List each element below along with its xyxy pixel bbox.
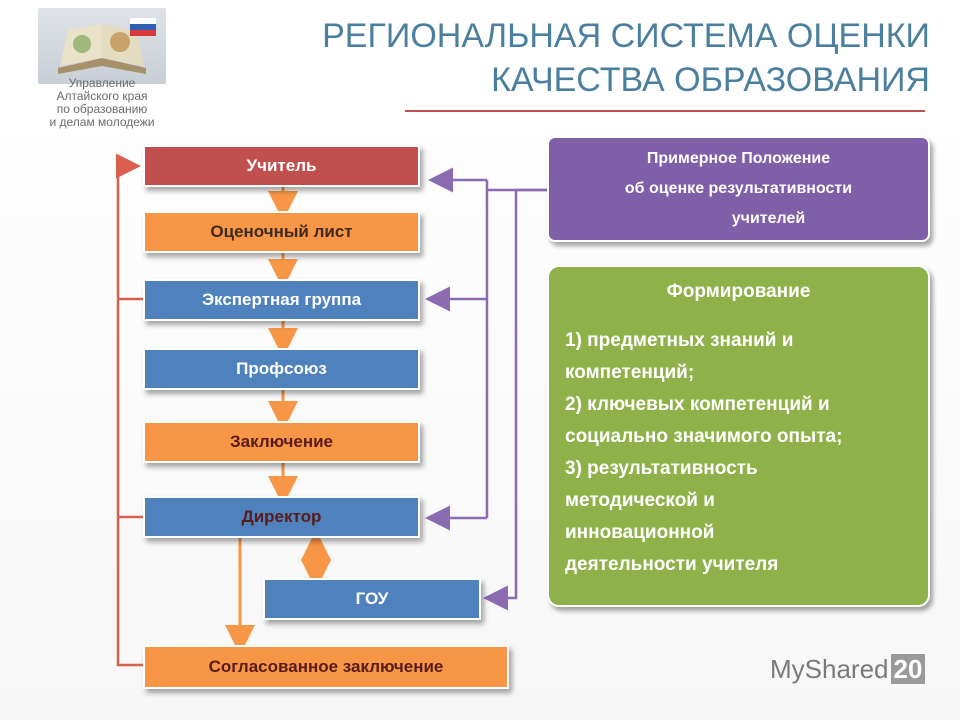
gou-label: ГОУ: [355, 589, 389, 608]
expert-group-label: Экспертная группа: [201, 290, 362, 309]
teacher-box: Учитель: [143, 145, 420, 187]
expert-group-box: Экспертная группа: [143, 279, 420, 321]
orange-arrows: [225, 187, 331, 655]
regulation-line-3: учителей: [731, 210, 806, 227]
regulation-box: Примерное Положение об оценке результати…: [547, 136, 930, 242]
formation-line: инновационной: [565, 522, 715, 543]
director-label: Директор: [241, 507, 322, 526]
evaluation-sheet-label: Оценочный лист: [210, 222, 353, 241]
watermark-text: MyShared: [770, 654, 889, 684]
formation-line: 3) результативность: [565, 458, 758, 479]
regulation-links: [425, 167, 548, 611]
formation-line: деятельности учителя: [565, 554, 779, 575]
formation-list: 1) предметных знаний и компетенций; 2) к…: [565, 325, 910, 581]
teacher-label: Учитель: [246, 156, 317, 175]
formation-line: 2) ключевых компетенций и: [565, 394, 830, 415]
evaluation-sheet-box: Оценочный лист: [143, 211, 420, 253]
feedback-line: [116, 153, 143, 667]
conclusion-box: Заключение: [143, 421, 420, 463]
book-map-icon: [58, 18, 156, 74]
logo-line: Управление: [68, 76, 136, 90]
formation-line: 1) предметных знаний и: [565, 330, 794, 351]
watermark-number: 20: [890, 654, 926, 684]
regulation-line-1: Примерное Положение: [646, 150, 831, 167]
page-title: РЕГИОНАЛЬНАЯ СИСТЕМА ОЦЕНКИ КАЧЕСТВА ОБР…: [240, 14, 930, 102]
logo-caption: Управление Алтайского края по образовани…: [34, 77, 170, 129]
agreed-conclusion-box: Согласованное заключение: [143, 645, 509, 689]
formation-title: Формирование: [666, 281, 811, 302]
logo-line: и делам молодежи: [49, 115, 155, 129]
gou-box: ГОУ: [263, 578, 481, 620]
logo-line: Алтайского края: [56, 89, 148, 103]
director-box: Директор: [143, 496, 420, 538]
formation-box: Формирование 1) предметных знаний и комп…: [547, 265, 930, 607]
agreed-conclusion-label: Согласованное заключение: [208, 657, 444, 676]
conclusion-label: Заключение: [230, 432, 333, 451]
union-box: Профсоюз: [143, 348, 420, 390]
title-underline: [405, 110, 925, 112]
logo-image: [38, 8, 166, 84]
union-label: Профсоюз: [236, 359, 327, 378]
title-line-1: РЕГИОНАЛЬНАЯ СИСТЕМА ОЦЕНКИ: [322, 17, 930, 55]
formation-line: компетенций;: [565, 362, 695, 383]
title-line-2: КАЧЕСТВА ОБРАЗОВАНИЯ: [491, 61, 930, 99]
formation-line: социально значимого опыта;: [565, 426, 843, 447]
formation-line: методической и: [565, 490, 715, 511]
regulation-line-2: об оценке результативности: [624, 180, 853, 197]
logo-line: по образованию: [56, 102, 148, 116]
